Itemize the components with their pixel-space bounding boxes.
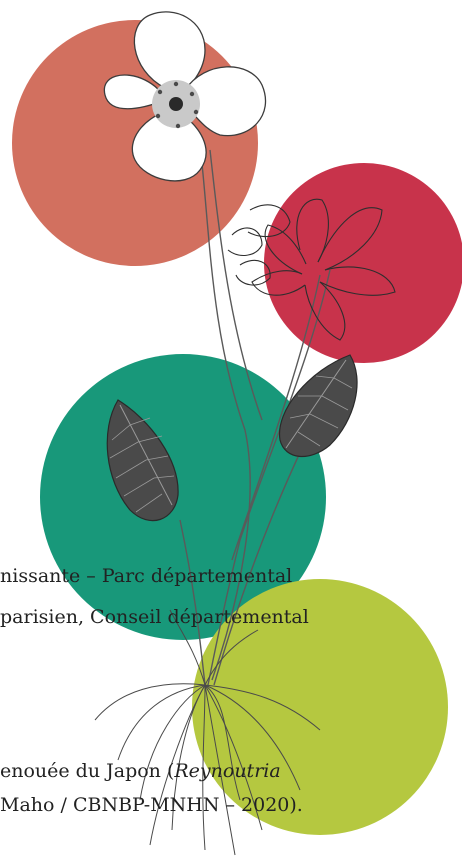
roots — [94, 609, 321, 856]
dark-leaves — [106, 354, 358, 522]
crimson-circle — [264, 163, 462, 363]
caption-line-3-text: enouée du Japon ( — [0, 760, 175, 782]
outline-flower — [227, 198, 396, 341]
caption-line-4: Maho / CBNBP-MNHN – 2020). — [0, 794, 303, 816]
caption-line-3: enouée du Japon (Reynoutria — [0, 759, 462, 783]
caption-line-1: nissante – Parc départemental — [0, 565, 293, 587]
species-name: Reynoutria — [174, 760, 281, 782]
white-flower — [103, 11, 267, 182]
lime-circle — [192, 579, 448, 835]
caption-line-2: parisien, Conseil départemental — [0, 606, 309, 628]
flower-stamens — [155, 81, 199, 129]
